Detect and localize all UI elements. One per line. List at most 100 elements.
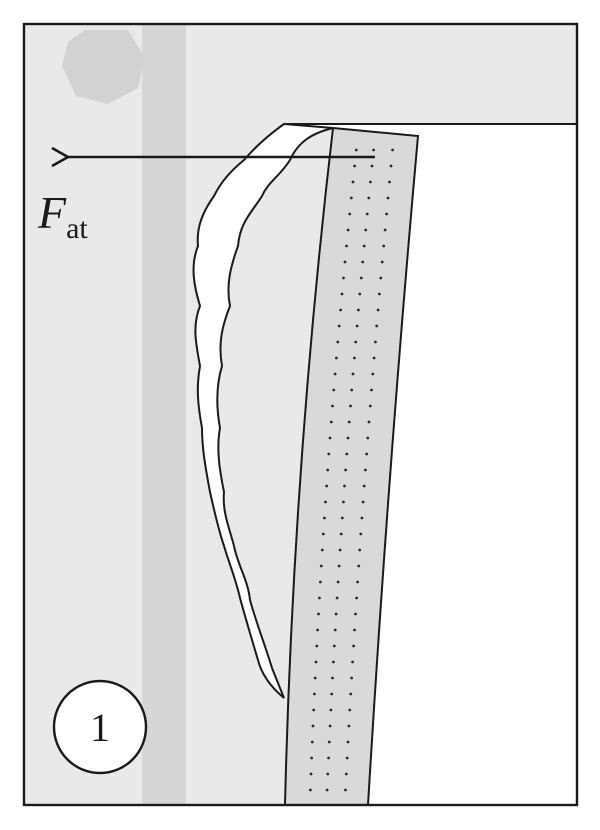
strip-dot [380, 260, 384, 264]
strip-dot [311, 724, 315, 728]
strip-dot [345, 756, 349, 760]
panel-number-circle [52, 679, 148, 775]
strip-dot [366, 436, 370, 440]
strip-dot [344, 468, 347, 472]
strip-dot [346, 228, 350, 232]
strip-dot [314, 660, 318, 664]
strip-dot [368, 404, 372, 408]
strip-dot [376, 308, 380, 312]
hexagon-shape [62, 30, 145, 104]
strip-dot [343, 484, 346, 488]
strip-dot [388, 180, 391, 184]
strip-dot [364, 228, 368, 232]
strip-dot [391, 148, 394, 152]
strip-dot [370, 388, 373, 392]
strip-dot [328, 436, 332, 440]
strip-dot [351, 660, 354, 664]
strip-dot [370, 164, 374, 168]
strip-dot [357, 564, 361, 568]
strip-dot [353, 356, 356, 360]
strip-dots [309, 148, 394, 792]
strip-dot [348, 212, 352, 216]
strip-dot [325, 788, 329, 792]
strip-dot [333, 372, 337, 376]
strip-dot [359, 276, 363, 280]
strip-dot [328, 724, 332, 728]
peeling-film [192, 122, 334, 699]
strip-dot [323, 516, 326, 520]
strip-dot [343, 260, 347, 264]
strip-dot [362, 484, 366, 488]
strip-dot [332, 644, 336, 648]
strip-dot [382, 244, 386, 248]
strip-dot [324, 500, 327, 504]
strip-dot [337, 324, 341, 328]
strip-dot [316, 628, 319, 632]
strip-dot [342, 500, 345, 504]
strip-dot [309, 772, 313, 776]
strip-dot [337, 564, 341, 568]
strip-dot [336, 580, 340, 584]
strip-dot [312, 708, 316, 712]
strip-dot [310, 740, 314, 744]
strip-dot [331, 404, 334, 408]
strip-dot [357, 308, 360, 312]
strip-dot [372, 148, 375, 152]
strip-dot [367, 196, 371, 200]
strip-dot [359, 532, 363, 536]
strip-dot [340, 516, 344, 520]
strip-dot [321, 532, 325, 536]
strip-dot [371, 372, 375, 376]
strip-dot [353, 164, 356, 168]
strip-dot [350, 676, 353, 680]
strip-dot [354, 340, 358, 344]
force-label: Fat [37, 187, 88, 245]
strip-dot [327, 740, 331, 744]
force-symbol: F [37, 187, 67, 238]
strip-dot [362, 244, 366, 248]
strip-dot [309, 788, 312, 792]
strip-dot [375, 324, 379, 328]
strip-dot [332, 660, 335, 664]
strip-dot [349, 404, 352, 408]
strip-dot [348, 708, 352, 712]
strip-dot [372, 356, 376, 360]
strip-dot [355, 596, 358, 600]
strip-dot [320, 548, 324, 552]
strip-dot [379, 276, 383, 280]
strip-dot [346, 436, 350, 440]
strip-dot [385, 212, 388, 216]
strip-dot [354, 148, 358, 152]
strip-dot [369, 180, 372, 184]
strip-dot [339, 308, 342, 312]
strip-dot [389, 164, 393, 168]
strip-dot [344, 772, 348, 776]
force-subscript: at [66, 212, 88, 245]
open-region [284, 124, 577, 805]
strip-dot [310, 756, 313, 760]
strip-dot [335, 356, 338, 360]
strip-dot [361, 500, 365, 504]
strip-dot [336, 340, 340, 344]
strip-dot [319, 580, 322, 584]
outer-frame [22, 22, 579, 807]
strip-dot [325, 484, 328, 488]
strip-dot [326, 772, 330, 776]
strip-dot [329, 420, 333, 424]
strip-dot [334, 612, 338, 616]
strip-dot [347, 724, 351, 728]
strip-dot [352, 644, 355, 648]
strip-dot [364, 468, 367, 472]
strip-dot [358, 548, 362, 552]
strip-dot [347, 420, 351, 424]
strip-dot [338, 548, 342, 552]
vertical-band [142, 24, 186, 805]
strip-dot [351, 372, 355, 376]
strip-dot [330, 692, 334, 696]
strip-dot [350, 388, 354, 392]
strip-dot [333, 628, 337, 632]
strip-dot [326, 468, 330, 472]
strip-dot [358, 292, 362, 296]
strip-dot [344, 788, 347, 792]
